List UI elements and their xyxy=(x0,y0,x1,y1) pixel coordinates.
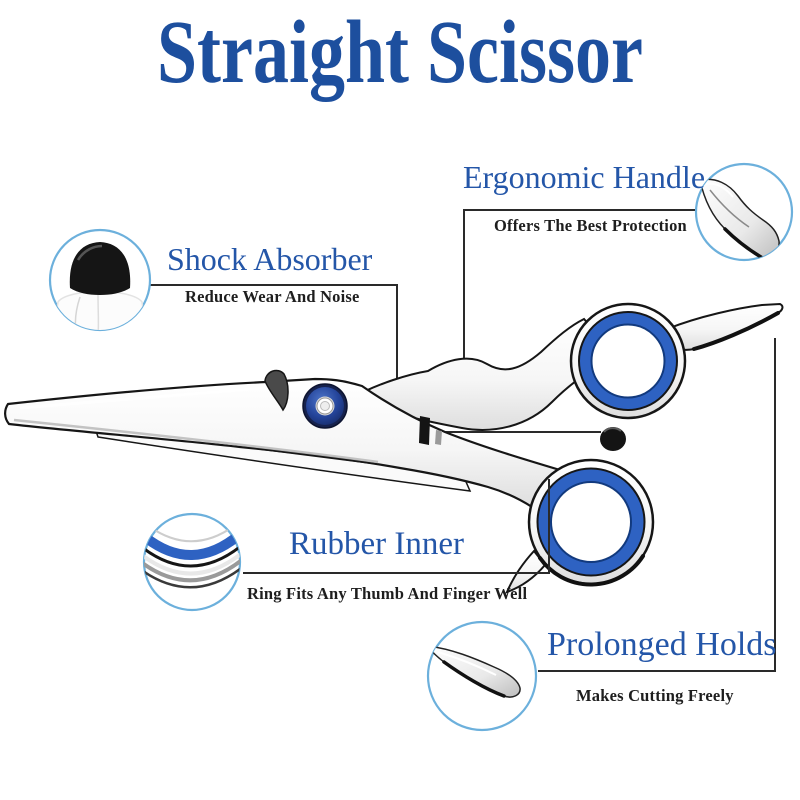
pivot-screw xyxy=(302,383,348,429)
handle-tail-shadow-edge xyxy=(692,311,780,351)
callout-line-shock-absorber xyxy=(146,284,601,433)
prolonged-holds-description: Makes Cutting Freely xyxy=(576,686,734,705)
ergonomic-handle-label: Ergonomic Handle xyxy=(463,159,706,195)
shock-absorber-detail-icon xyxy=(48,228,152,332)
scissors-upper-shank xyxy=(347,317,618,431)
rubber-inner-detail-icon xyxy=(142,512,242,612)
callout-line-rubber-inner xyxy=(243,479,550,574)
scissors-product-image xyxy=(4,302,784,594)
lower-handle-hook xyxy=(505,549,547,594)
prolonged-holds-label: Prolonged Holds xyxy=(547,626,777,663)
shock-absorber-bumper xyxy=(600,427,626,451)
prolonged-holds-detail-icon xyxy=(426,620,538,732)
rubber-inner-description: Ring Fits Any Thumb And Finger Well xyxy=(247,584,528,603)
lower-finger-ring xyxy=(527,458,655,587)
shock-absorber-label: Shock Absorber xyxy=(167,241,373,277)
ergonomic-handle-description: Offers The Best Protection xyxy=(494,216,687,235)
callout-line-ergonomic-handle xyxy=(463,209,697,386)
blade-finger-rest-notch xyxy=(264,369,289,412)
page-title: Straight Scissor xyxy=(157,3,643,102)
callout-line-prolonged-holds xyxy=(538,338,776,672)
rubber-inner-label: Rubber Inner xyxy=(289,526,465,562)
ergonomic-handle-detail-icon xyxy=(694,162,794,262)
blade-crossing-bar xyxy=(419,416,430,445)
blade-inner-shading xyxy=(13,418,379,464)
blade-crossing-bar-small xyxy=(435,430,442,445)
shock-absorber-description: Reduce Wear And Noise xyxy=(185,287,360,306)
scissors-blade xyxy=(4,377,562,509)
upper-finger-ring xyxy=(569,302,687,420)
